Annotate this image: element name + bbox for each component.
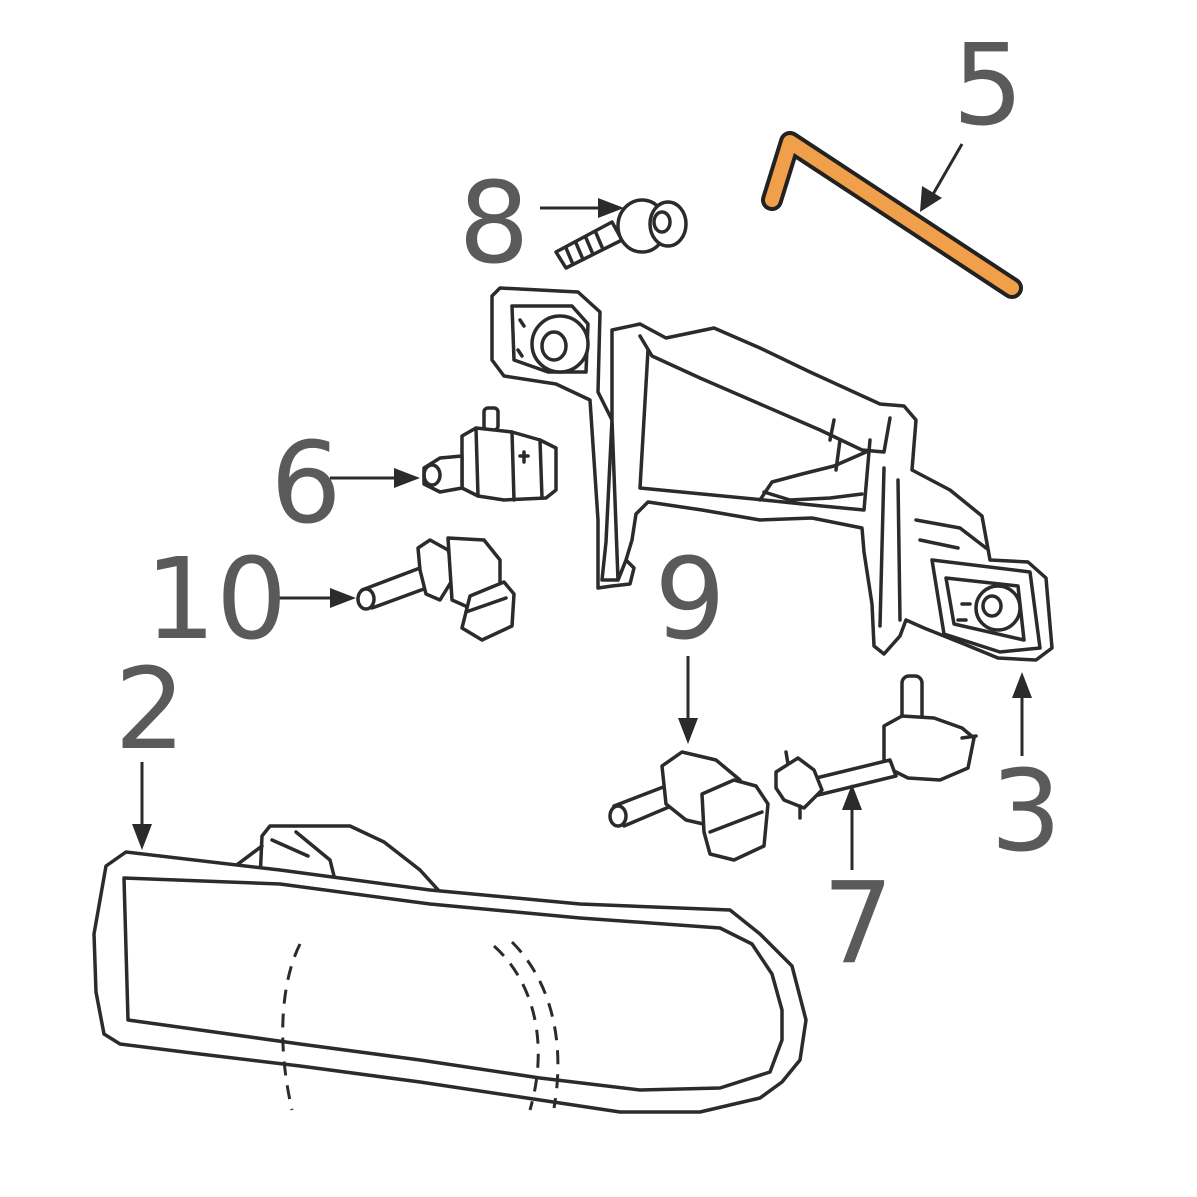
part-5-seal bbox=[761, 131, 1023, 299]
callout-labels: 5 8 6 10 9 2 3 7 bbox=[114, 21, 1061, 989]
callout-6: 6 bbox=[270, 419, 341, 549]
callout-2: 2 bbox=[114, 645, 185, 775]
part-8-screw bbox=[554, 198, 688, 270]
callout-5: 5 bbox=[952, 21, 1023, 151]
part-9-bulb bbox=[608, 750, 770, 862]
leader-5 bbox=[930, 143, 964, 197]
callout-7: 7 bbox=[822, 859, 893, 989]
callout-10: 10 bbox=[145, 535, 288, 665]
part-3-bracket bbox=[490, 286, 1054, 662]
leader-arrows bbox=[132, 143, 1032, 870]
part-6-adjuster bbox=[422, 406, 558, 502]
part-2-headlamp bbox=[92, 824, 808, 1114]
callout-3: 3 bbox=[990, 747, 1061, 877]
callout-8: 8 bbox=[458, 159, 529, 289]
callout-9: 9 bbox=[654, 535, 725, 665]
part-7-adjuster bbox=[774, 674, 978, 820]
part-10-bulb bbox=[356, 536, 516, 642]
